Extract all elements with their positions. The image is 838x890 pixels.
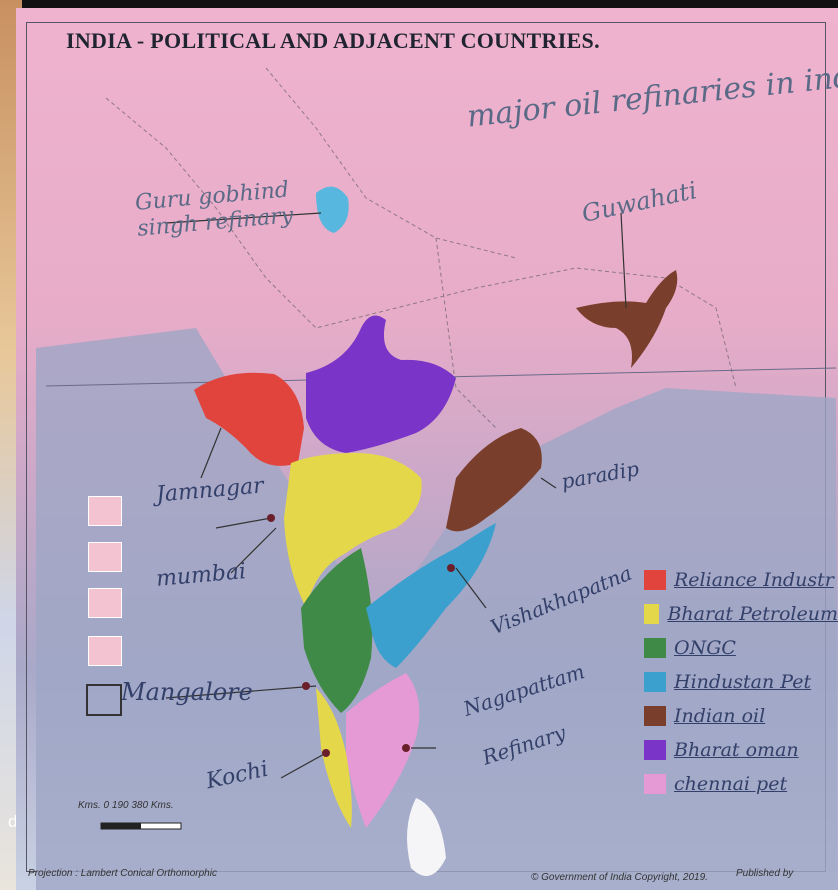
blank-legend-box-1 [88,496,122,526]
legend-item: chennai pet [644,767,838,801]
legend-item: Bharat oman [644,733,838,767]
region-assam-brown [576,270,678,368]
region-kerala-yellow [316,688,352,828]
sri-lanka [407,798,446,876]
region-tn-pink [346,673,420,828]
region-andhra-blue [366,523,496,668]
legend-item: Bharat Petroleum [644,597,838,631]
legend-label: Reliance Industr [674,569,834,591]
region-odisha-brown [446,428,542,532]
region-karnataka-green [301,548,373,713]
legend-label: chennai pet [674,773,788,795]
region-gujarat-red [194,372,304,466]
legend-item: Indian oil [644,699,838,733]
legend-swatch [644,740,666,760]
mangalore-box [86,684,122,716]
map-sheet: INDIA - POLITICAL AND ADJACENT COUNTRIES… [16,8,838,890]
india-map [36,67,838,890]
legend-item: Reliance Industr [644,563,838,597]
region-maharashtra-yellow [284,453,422,608]
legend-item: Hindustan Pet [644,665,838,699]
region-mp-purple [306,315,456,453]
legend-swatch [644,774,666,794]
legend-label: Hindustan Pet [674,671,812,693]
scale-label: Kms. 0 190 380 Kms. [78,800,174,811]
legend-swatch [644,604,660,624]
legend-swatch [644,706,666,726]
legend-item: ONGC [644,631,838,665]
refinery-markers [267,514,455,757]
legend-label: ONGC [674,637,736,659]
pointer-lines [165,212,627,779]
legend-swatch [644,638,666,658]
region-haryana-blue [316,186,349,233]
projection-note: Projection : Lambert Conical Orthomorphi… [28,868,217,879]
blank-legend-box-2 [88,542,122,572]
blank-legend-box-4 [88,636,122,666]
country-borders [105,67,737,429]
legend-label: Bharat oman [674,739,799,761]
label-mangalore: Mangalore [121,678,253,706]
legend-label: Bharat Petroleum [667,603,838,625]
legend-swatch [644,672,666,692]
published-by: Published by [736,868,794,879]
legend-swatch [644,570,666,590]
blank-legend-box-3 [88,588,122,618]
page-title: INDIA - POLITICAL AND ADJACENT COUNTRIES… [66,28,600,53]
copyright-note: © Government of India Copyright, 2019. [531,872,708,883]
legend-label: Indian oil [674,705,766,727]
